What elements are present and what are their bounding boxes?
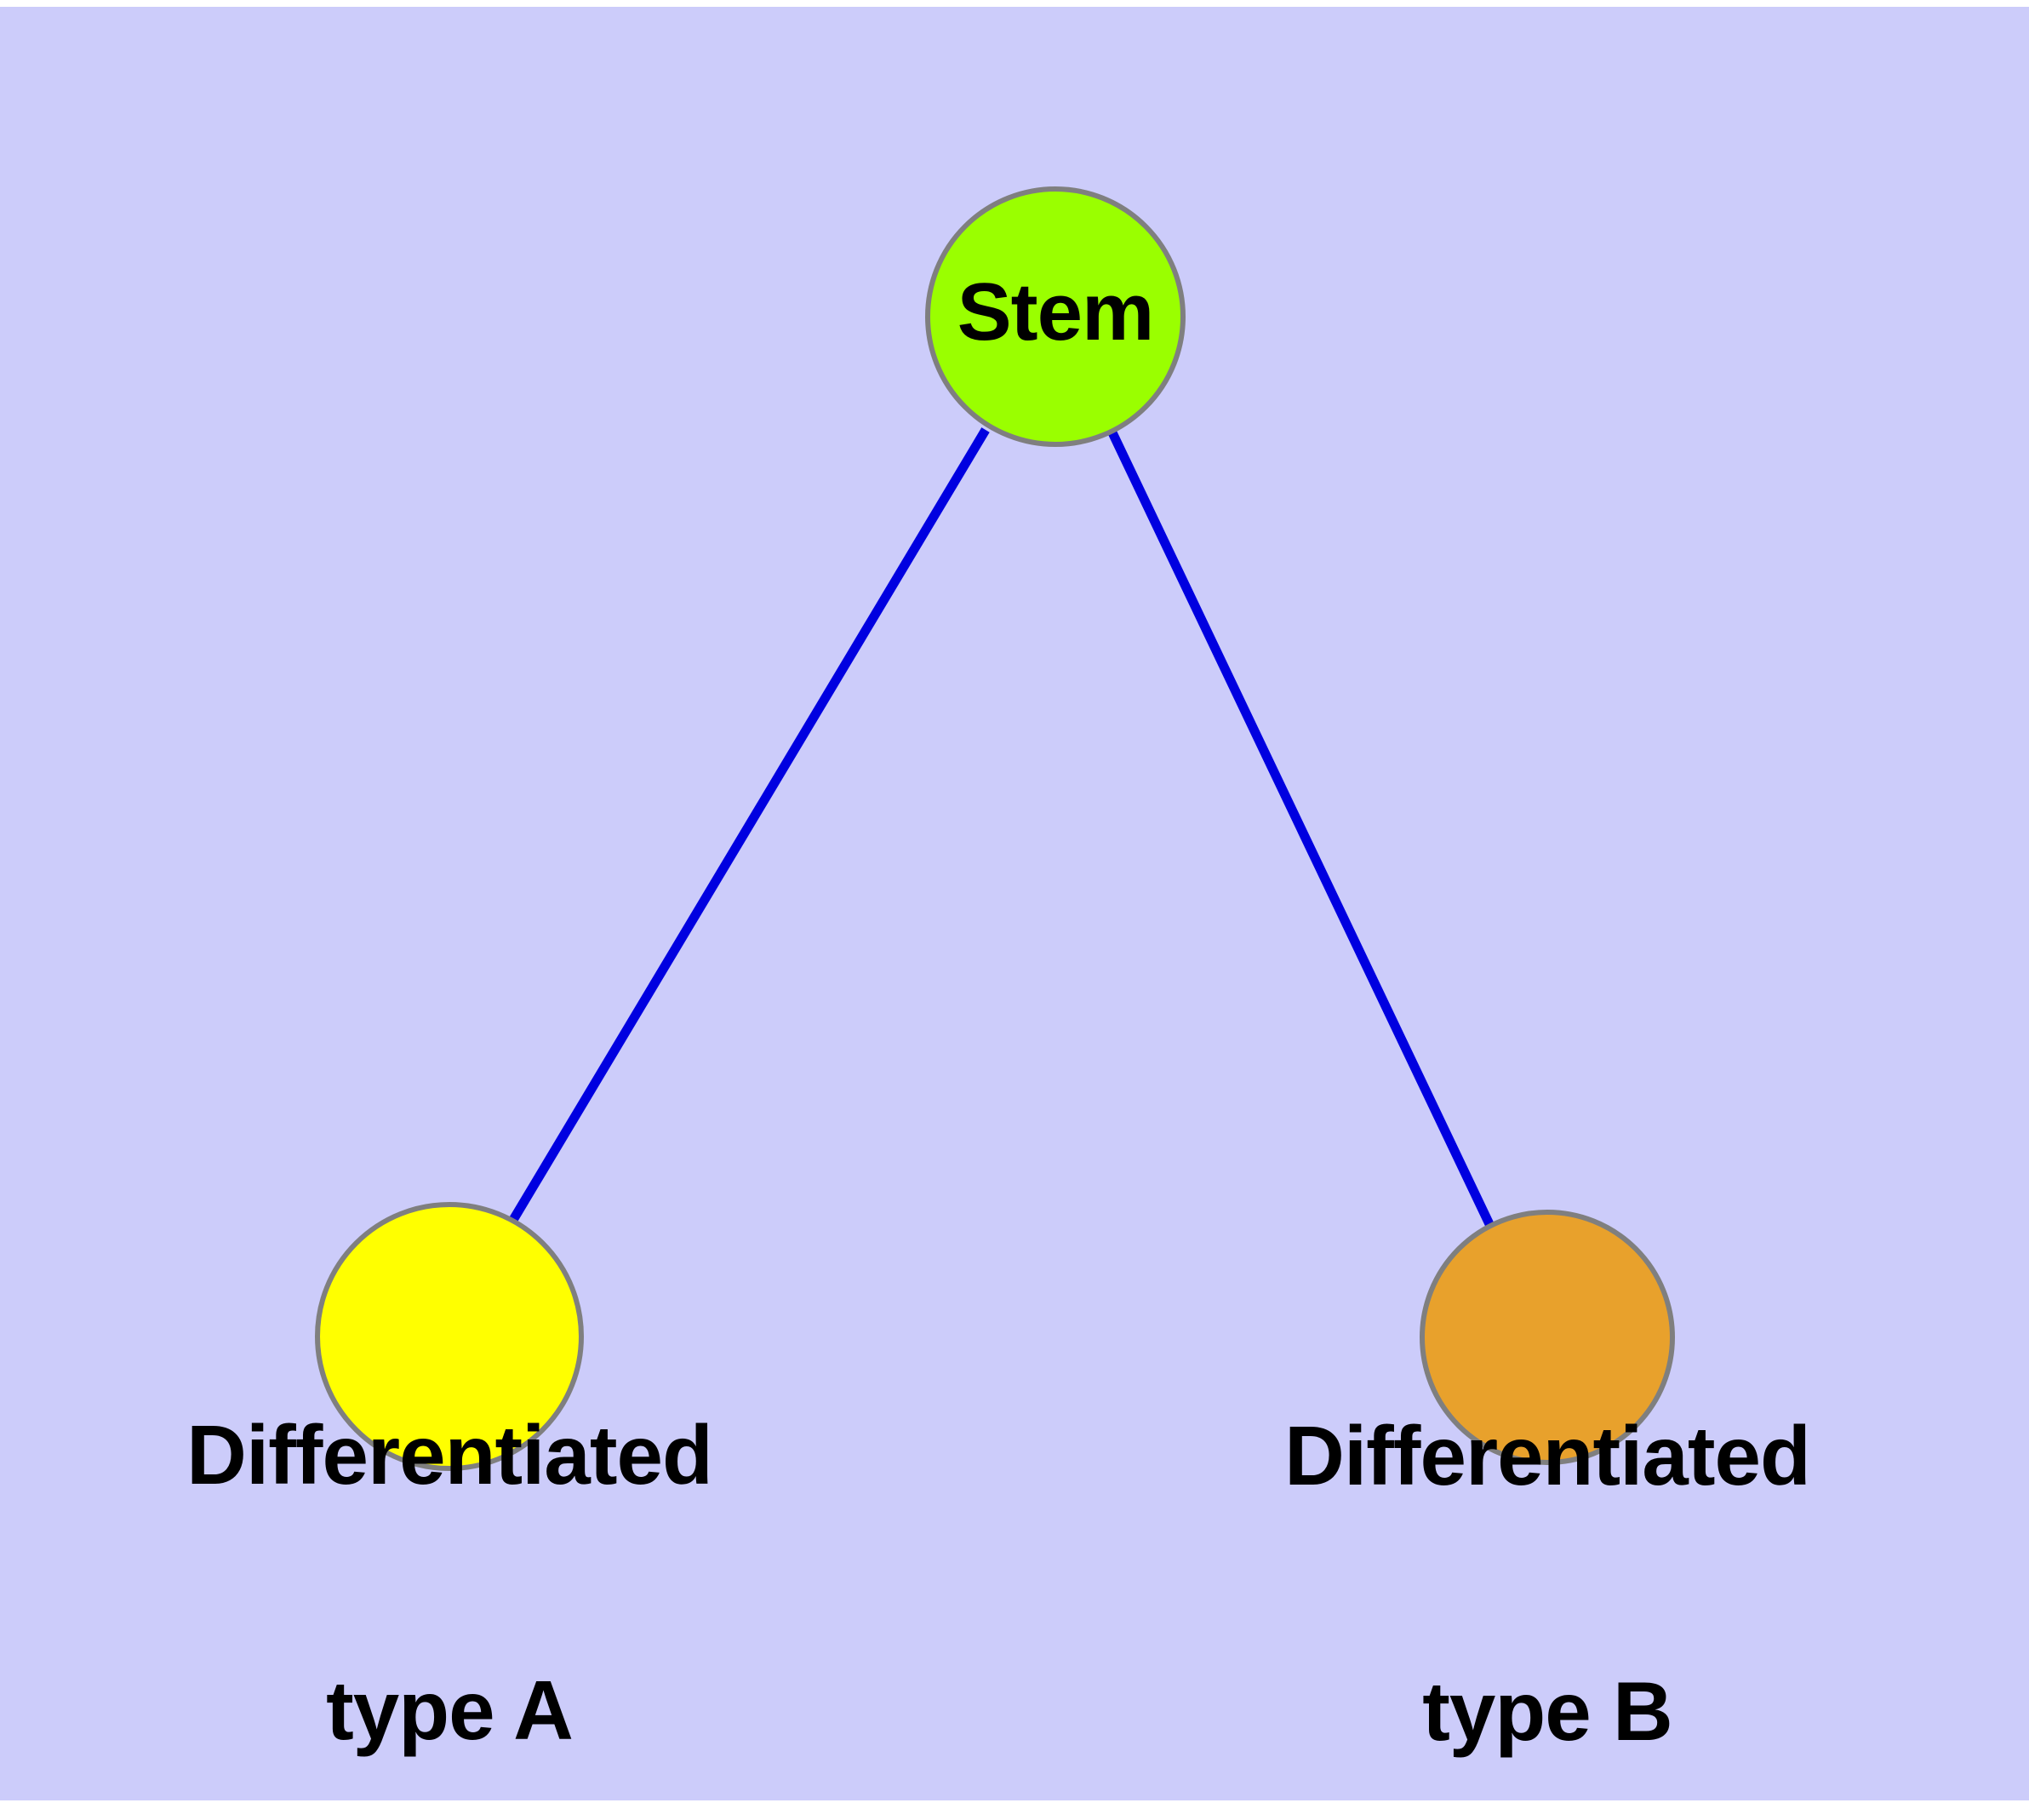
- node-differentiated-type-b[interactable]: [1420, 1210, 1675, 1465]
- edge-stem-to-differentiated-b: [1106, 426, 1494, 1227]
- node-stem[interactable]: [925, 186, 1186, 447]
- nodes-layer: [315, 186, 1675, 1471]
- edge-stem-to-differentiated-a: [506, 427, 990, 1227]
- node-differentiated-type-a[interactable]: [315, 1202, 584, 1471]
- edges-layer: [506, 426, 1494, 1227]
